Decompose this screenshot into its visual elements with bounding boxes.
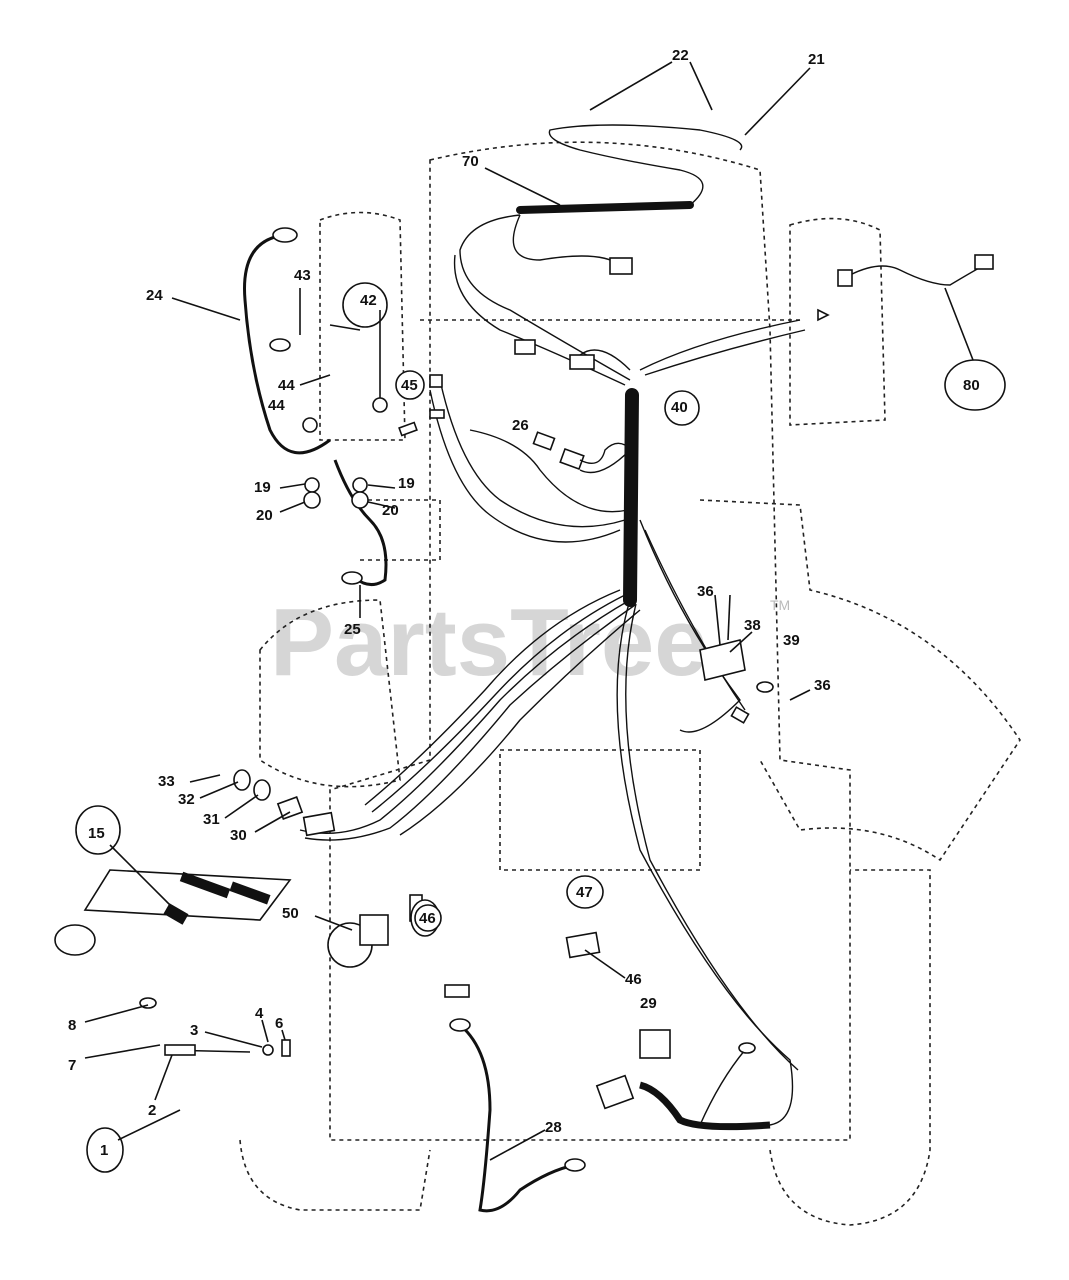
callout-38: 38 <box>744 617 761 634</box>
callout-29: 29 <box>640 995 657 1012</box>
callout-44-left: 44 <box>268 397 285 414</box>
callout-1: 1 <box>100 1142 108 1159</box>
callout-3: 3 <box>190 1022 198 1039</box>
callout-80: 80 <box>963 377 980 394</box>
callout-19-right: 19 <box>398 475 415 492</box>
callout-45: 46 <box>419 910 436 927</box>
callout-42: 43 <box>294 267 311 284</box>
callout-43: 44 <box>278 377 295 394</box>
callout-36-bottom: 36 <box>814 677 831 694</box>
callout-70: 70 <box>462 153 479 170</box>
callout-32: 32 <box>178 791 195 808</box>
callout-28: 28 <box>545 1119 562 1136</box>
callout-39: 39 <box>783 632 800 649</box>
callout-8: 8 <box>68 1017 76 1034</box>
lower-parts <box>54 769 771 1173</box>
callout-labels: 22 21 70 24 43 42 44 44 45 40 26 19 19 2… <box>68 47 980 1159</box>
callout-2: 2 <box>148 1102 156 1119</box>
callout-15: 15 <box>88 825 105 842</box>
callout-40: 40 <box>671 399 688 416</box>
callout-20-left: 20 <box>256 507 273 524</box>
callout-7: 7 <box>68 1057 76 1074</box>
callout-33: 33 <box>158 773 175 790</box>
callout-4: 4 <box>255 1005 264 1022</box>
callout-6: 6 <box>275 1015 283 1032</box>
callout-19-left: 19 <box>254 479 271 496</box>
callout-46: 46 <box>625 971 642 988</box>
callout-30: 30 <box>230 827 247 844</box>
callout-41: 42 <box>360 292 377 309</box>
callout-47: 47 <box>576 884 593 901</box>
callout-26: 26 <box>512 417 529 434</box>
callout-20-right: 20 <box>382 502 399 519</box>
callout-circles <box>395 370 700 932</box>
right-parts <box>532 254 1006 724</box>
callout-36-top: 36 <box>697 583 714 600</box>
callout-31: 31 <box>203 811 220 828</box>
tractor-outline <box>239 141 1021 1226</box>
battery-cables <box>243 227 586 1213</box>
callout-21: 21 <box>808 51 825 68</box>
callout-50: 50 <box>282 905 299 922</box>
callout-22: 22 <box>672 47 689 64</box>
leader-lines <box>84 61 974 1161</box>
callout-44-right: 45 <box>401 377 418 394</box>
solenoid-assembly <box>269 282 445 509</box>
main-harness <box>299 214 806 1126</box>
watermark-trademark: TM <box>770 597 790 613</box>
callout-25: 25 <box>344 621 361 638</box>
callout-24: 24 <box>146 287 163 304</box>
front-harness <box>512 124 743 370</box>
